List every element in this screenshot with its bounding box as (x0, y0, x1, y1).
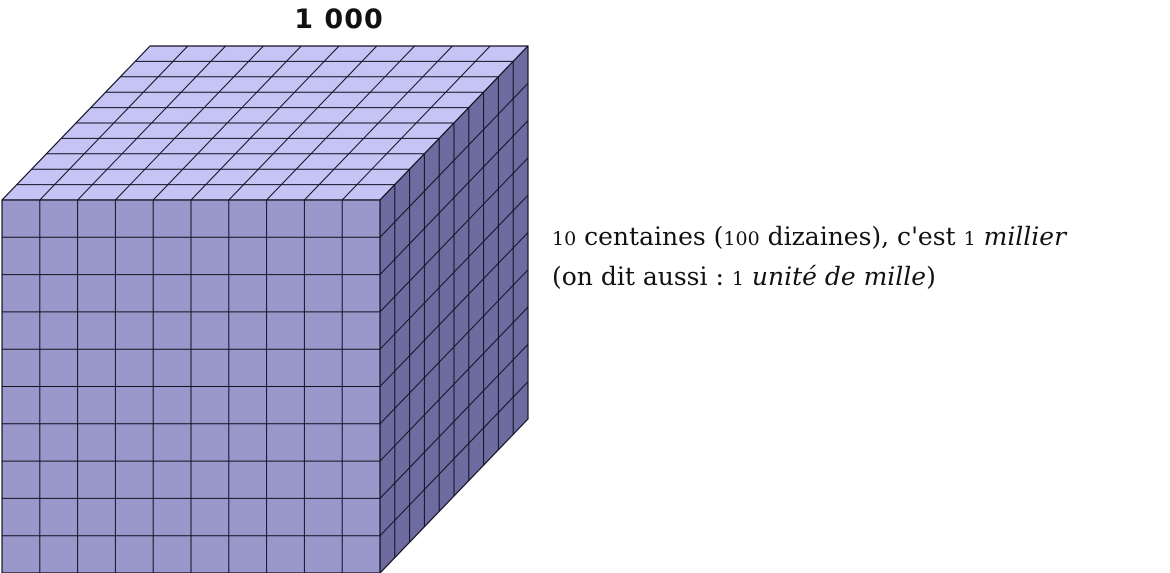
caption: 10 centaines (100 dizaines), c'est 1 mil… (552, 218, 1066, 298)
side-grid-line (379, 232, 529, 387)
side-grid-line (379, 269, 529, 425)
side-grid-line (379, 157, 529, 313)
thousand-cube (1, 45, 529, 573)
side-grid-line (379, 82, 529, 238)
side-grid-line (379, 120, 529, 275)
term-millier: millier (983, 222, 1067, 251)
caption-line-1: 10 centaines (100 dizaines), c'est 1 mil… (552, 222, 1067, 251)
side-grid-line (379, 381, 529, 537)
caption-line-2: (on dit aussi : 1 unité de mille) (552, 262, 936, 291)
side-grid-line (379, 306, 529, 462)
side-grid-line (379, 194, 529, 350)
thousand-cube-figure (0, 0, 540, 573)
side-grid-line (379, 344, 529, 499)
cube-title: 1 000 (294, 4, 384, 35)
term-unite-de-mille: unité de mille (751, 262, 927, 291)
